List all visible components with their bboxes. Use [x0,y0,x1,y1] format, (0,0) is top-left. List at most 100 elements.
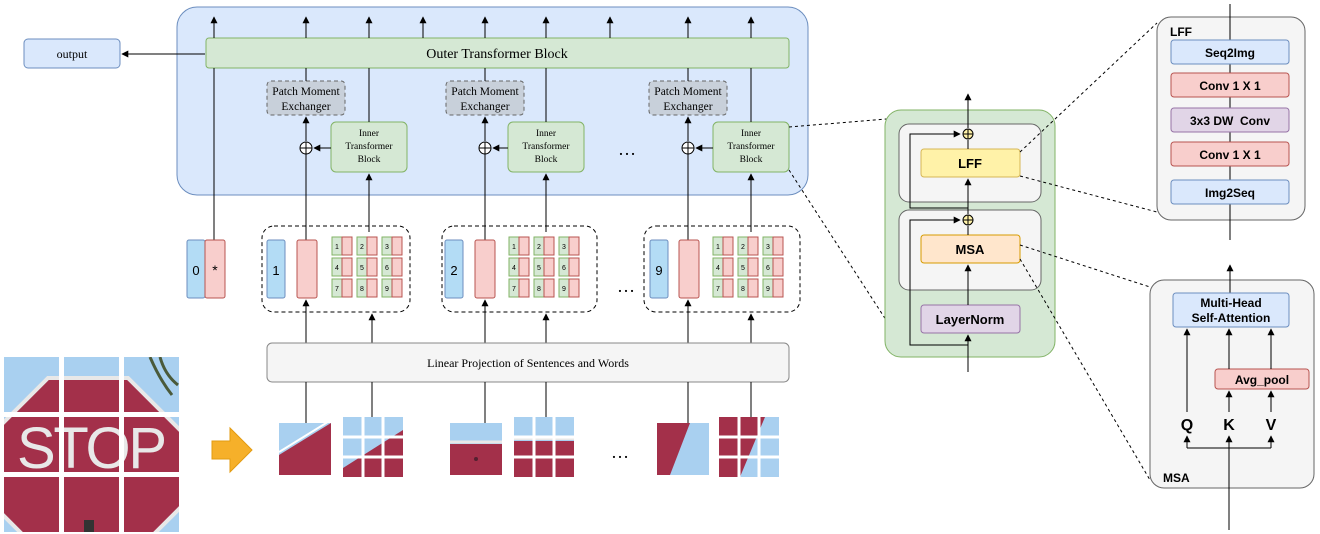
patch-index-2: 2 [450,263,457,278]
conv1x1-bottom-box [1170,141,1290,167]
conv1x1-top-box [1170,72,1290,98]
word-index-label: 8 [360,286,364,293]
word-index-label: 6 [385,265,389,272]
encoder-arrows [909,93,972,372]
itb-1-line1: Inner [359,129,380,139]
avg-pool-box [1214,368,1310,390]
word-token [722,236,734,256]
output-box [23,38,121,69]
pme-3-line2: Exchanger [663,101,712,113]
pme-3-line1: Patch Moment [654,86,722,98]
word-index-label: 5 [741,265,745,272]
word-token [543,236,555,256]
word-token [747,278,759,298]
patch-index-1: 1 [272,263,279,278]
word-index-label: 8 [741,286,745,293]
word-token [341,236,353,256]
position-token-1 [266,239,286,299]
seq2img-label: Seq2Img [1205,46,1255,60]
word-index-label: 3 [562,244,566,251]
itb-2-line2: Transformer [522,141,570,152]
output-arrows [210,16,755,38]
lff-panel-title: LFF [1170,25,1192,39]
mhsa-line1: Multi-Head [1200,296,1261,310]
patch-image-2 [450,423,502,475]
conv1x1-top-label: Conv 1 X 1 [1199,79,1261,93]
word-index-label: 4 [335,265,339,272]
msa-label: MSA [956,242,986,257]
word-token [391,278,403,298]
lff-zoom-line-top [1019,22,1158,153]
token-group-2 [441,225,598,313]
zoom-line-top [788,117,900,128]
linear-projection [266,342,790,383]
msa-arrows [1183,328,1275,530]
itb-3-line3: Block [740,155,763,165]
word-token [543,257,555,277]
ellipsis-middle: … [617,276,635,296]
word-index-label: 9 [562,286,566,293]
k-label: K [1223,417,1235,434]
class-index: 0 [192,263,199,278]
word-token [722,278,734,298]
word-token [747,236,759,256]
pme-1-line2: Exchanger [281,101,330,113]
itb-2-line1: Inner [536,129,557,139]
word-token [518,278,530,298]
ellipsis-top: … [618,139,636,159]
class-star: * [212,262,218,278]
itb-1-line3: Block [358,155,381,165]
msa-zoom-line-bottom [1019,258,1151,481]
word-index-label: 8 [537,286,541,293]
word-index-label: 9 [385,286,389,293]
word-token [391,257,403,277]
word-token [772,278,784,298]
word-index-label: 3 [385,244,389,251]
v-label: V [1266,417,1277,434]
word-index-label: 2 [741,244,745,251]
branch-group-1: Patch Moment Exchanger Inner Transformer… [266,68,408,240]
pme-2-line1: Patch Moment [451,86,519,98]
stop-text: STOP [17,416,167,481]
lff-box [920,148,1021,178]
patch-token-2 [474,239,496,299]
patch-grid-2 [514,417,574,477]
msa-box [920,234,1021,264]
word-token [366,236,378,256]
word-token [568,257,580,277]
word-index-label: 4 [716,265,720,272]
flow-arrow-icon [211,426,253,474]
linear-projection-label: Linear Projection of Sentences and Words [427,356,629,370]
word-token [568,236,580,256]
word-token [341,278,353,298]
word-token [543,278,555,298]
word-token [568,278,580,298]
word-index-label: 1 [716,244,720,251]
word-token [366,257,378,277]
mhsa-line2: Self-Attention [1192,311,1271,325]
itb-1-line2: Transformer [345,141,393,152]
itb-2-line3: Block [535,155,558,165]
dwconv-box [1170,107,1290,133]
class-token [204,239,226,299]
word-index-label: 7 [716,286,720,293]
seq2img-box [1170,39,1290,65]
word-token [518,236,530,256]
zoom-line-bottom [788,169,900,341]
itb-3-line2: Transformer [727,141,775,152]
word-token [366,278,378,298]
img2seq-label: Img2Seq [1205,186,1255,200]
img2seq-box [1170,179,1290,205]
word-index-label: 6 [562,265,566,272]
mhsa-box [1172,292,1290,328]
word-token [747,257,759,277]
outer-block-label: Outer Transformer Block [426,47,568,62]
word-index-label: 9 [766,286,770,293]
stop-sign-photo: STOP [4,357,179,532]
word-index-label: 5 [537,265,541,272]
patch-index-3: 9 [655,263,662,278]
lff-label: LFF [958,156,982,171]
pme-2-line2: Exchanger [460,101,509,113]
